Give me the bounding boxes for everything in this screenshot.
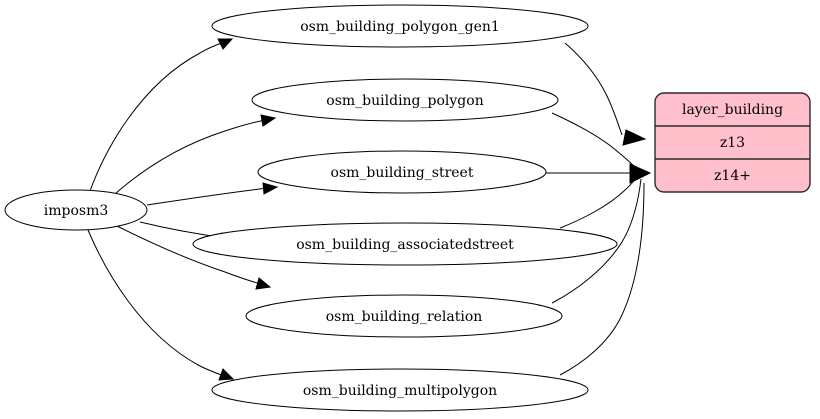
edge-imposm3-to-osm_building_polygon_gen1 <box>89 38 234 192</box>
node-imposm3[interactable]: imposm3 <box>4 189 148 231</box>
node-osm-building-street-label: osm_building_street <box>331 165 474 181</box>
edge-imposm3-to-osm_building_multipolygon <box>87 229 235 381</box>
edge-imposm3-to-osm_building_street <box>146 182 279 206</box>
node-osm-building-multipolygon[interactable]: osm_building_multipolygon <box>211 368 589 412</box>
edge-osm_building_polygon_gen1-to-z13 <box>564 42 647 146</box>
node-osm-building-associatedstreet-label: osm_building_associatedstreet <box>296 237 514 253</box>
node-osm-building-polygon-label: osm_building_polygon <box>326 93 483 109</box>
arrowhead-into-z14plus <box>629 163 652 184</box>
node-layer-building-table[interactable]: layer_building z13 z14+ <box>654 92 811 193</box>
node-osm-building-street[interactable]: osm_building_street <box>257 150 547 194</box>
edge-imposm3-to-osm_building_relation <box>116 225 272 290</box>
node-osm-building-polygon[interactable]: osm_building_polygon <box>251 78 559 122</box>
node-osm-building-associatedstreet[interactable]: osm_building_associatedstreet <box>192 222 618 266</box>
node-osm-building-relation-label: osm_building_relation <box>326 309 483 325</box>
layer-building-title-label: layer_building <box>682 102 783 118</box>
edge-osm_building_relation-to-z14plus <box>551 178 642 304</box>
node-osm-building-polygon-gen1-label: osm_building_polygon_gen1 <box>300 19 500 35</box>
edge-imposm3-to-osm_building_polygon <box>114 114 277 195</box>
layer-building-z14plus-label: z14+ <box>714 168 751 184</box>
node-osm-building-relation[interactable]: osm_building_relation <box>245 294 563 338</box>
edge-osm_building_associatedstreet-to-z14plus <box>559 174 640 229</box>
node-osm-building-polygon-gen1[interactable]: osm_building_polygon_gen1 <box>211 4 589 48</box>
layer-building-z13-label: z13 <box>720 135 745 151</box>
edge-osm_building_multipolygon-to-z14plus <box>559 182 645 376</box>
node-imposm3-label: imposm3 <box>44 203 109 219</box>
node-osm-building-multipolygon-label: osm_building_multipolygon <box>303 383 497 399</box>
